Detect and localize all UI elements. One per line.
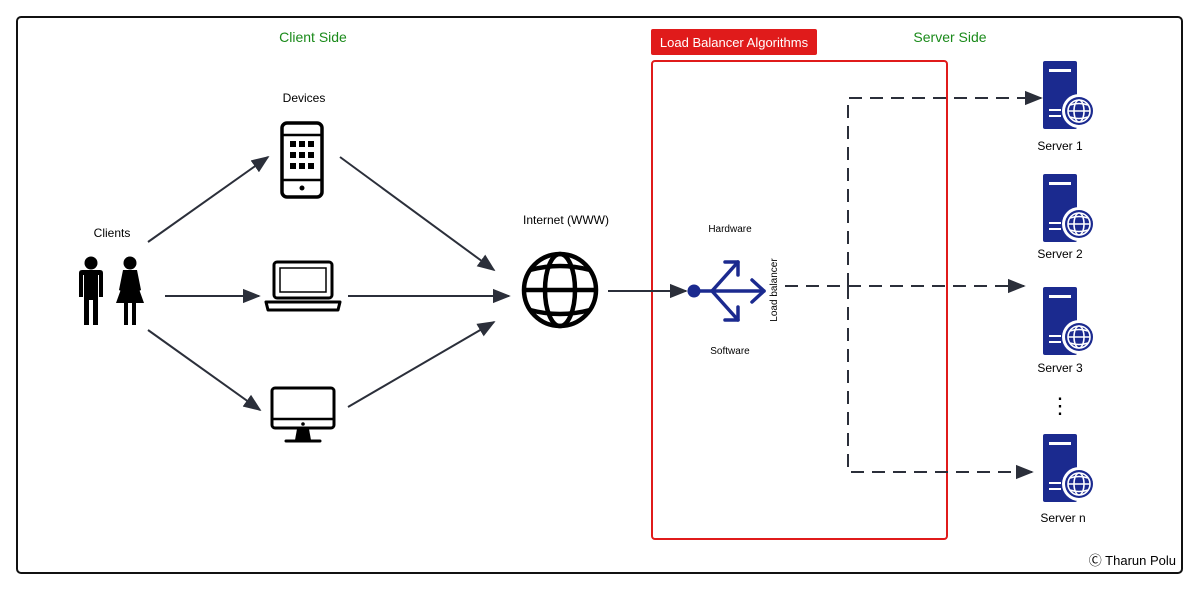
load-balancer-icon	[687, 260, 766, 322]
globe-icon	[521, 251, 599, 329]
server-2: Server 2	[1037, 173, 1097, 261]
clients-label: Clients	[94, 226, 131, 240]
server-icon	[1042, 60, 1097, 130]
client-side-heading: Client Side	[279, 29, 347, 45]
server-side-heading: Server Side	[913, 29, 986, 45]
copyright-text: Ⓒ Tharun Polu	[1089, 553, 1176, 568]
devices-label: Devices	[283, 91, 326, 105]
diagram-frame	[16, 16, 1183, 574]
server-1: Server 1	[1037, 60, 1097, 153]
smartphone-icon	[280, 121, 324, 199]
person-icon	[116, 256, 144, 325]
server-3: Server 3	[1037, 286, 1097, 375]
monitor-icon	[270, 386, 336, 443]
server-n: Server n	[1040, 433, 1097, 525]
algorithms-tag	[651, 29, 817, 55]
software-label: Software	[710, 346, 750, 357]
server-label: Server 2	[1037, 247, 1083, 261]
algorithms-tag-label: Load Balancer Algorithms	[660, 35, 809, 50]
server-icon	[1042, 286, 1097, 356]
internet-label: Internet (WWW)	[523, 213, 609, 227]
laptop-icon	[264, 260, 342, 312]
server-ellipsis: ⋮	[1049, 393, 1071, 418]
algorithms-box	[651, 60, 948, 540]
server-label: Server 3	[1037, 361, 1083, 375]
server-connections	[785, 90, 1043, 480]
server-icon	[1042, 173, 1097, 243]
hardware-label: Hardware	[708, 224, 752, 235]
server-icon	[1042, 433, 1097, 503]
person-icon	[79, 256, 103, 325]
connection-arrows	[147, 155, 688, 412]
load-balancer-label: Load balancer	[769, 258, 780, 322]
server-label: Server 1	[1037, 139, 1083, 153]
server-label: Server n	[1040, 511, 1085, 525]
